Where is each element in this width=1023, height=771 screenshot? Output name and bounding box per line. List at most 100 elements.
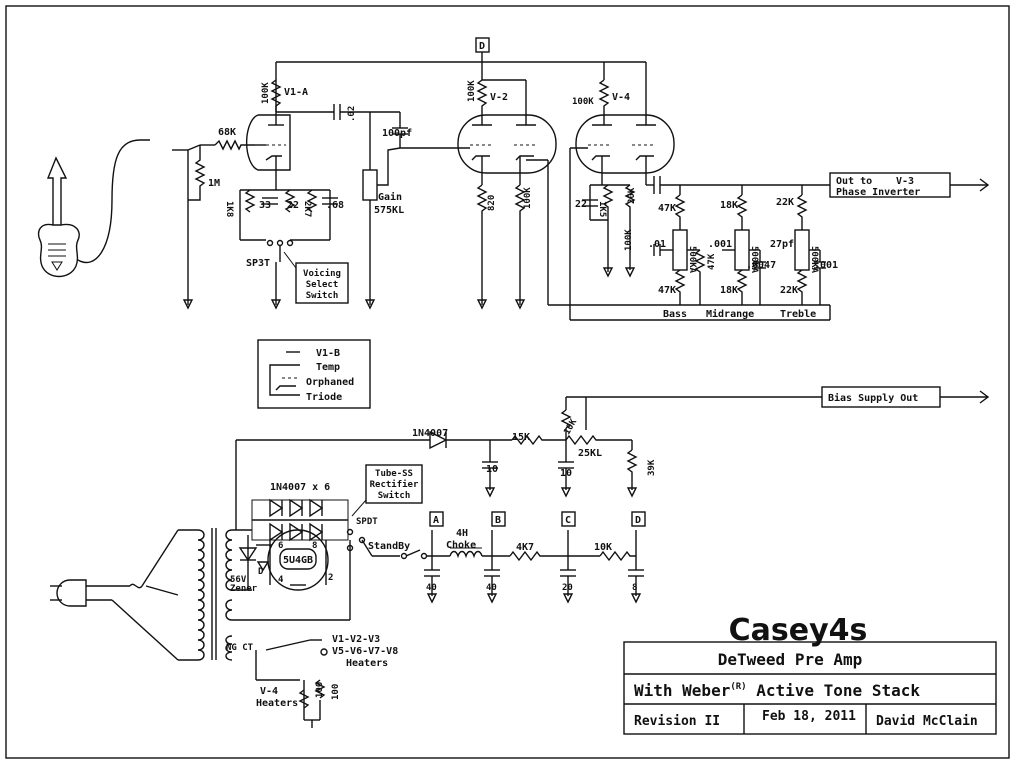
resistor-100k-v4b-label: 100K [624, 229, 634, 251]
resistor-100a-label: 100 [315, 682, 325, 698]
resistor-1k8-label: 1K8 [224, 201, 234, 217]
bass-label: Bass [663, 309, 687, 320]
v1b-line-1: V1-B [316, 348, 340, 359]
rectifier-tube [267, 529, 329, 591]
zener-56v-label: 56V [230, 575, 247, 585]
diode-1n4007-label: 1N4007 [412, 428, 448, 439]
pin-6-label: 6 [278, 541, 283, 551]
heaters-line-2: V5-V6-V7-V8 [332, 646, 398, 657]
input-jack [172, 139, 255, 310]
cap-27pf-label: 27pf [770, 239, 794, 250]
node-b-label: B [495, 515, 501, 526]
resistor-39k-label: 39K [647, 459, 657, 476]
date-label: Feb 18, 2011 [762, 709, 856, 724]
pin-4-label: 4 [278, 575, 284, 585]
zener-d-label: D [258, 567, 264, 577]
resistor-100k-v2-label: 100K [467, 80, 477, 102]
registered-mark: (R) [730, 682, 746, 692]
resistor-18k-bot-label: 18K [720, 285, 738, 296]
cap-0047-label: .0047 [746, 260, 776, 271]
tube-v2-label: V-2 [490, 92, 508, 103]
bias-supply [236, 386, 990, 498]
choke-label: Choke [446, 540, 476, 551]
cap-01-label: .01 [648, 239, 666, 250]
v1b-line-3: Orphaned [306, 377, 354, 388]
cap-001-mid-label: .001 [708, 239, 732, 250]
tube-v4-label: V-4 [612, 92, 630, 103]
rectifier-switch-callout: Tube-SS Rectifier Switch [351, 464, 423, 517]
spdt-label: SPDT [356, 517, 378, 527]
cap-33-label: 33 [259, 200, 271, 211]
supply-chain [372, 511, 646, 604]
voicing-switch-callout: Voicing Select Switch [283, 251, 349, 304]
node-a-label: A [433, 515, 439, 526]
resistor-2k7-label: 2K7 [302, 201, 312, 217]
zener-label: Zener [230, 584, 258, 594]
sheet-border [5, 5, 1010, 759]
treble-label: Treble [780, 309, 816, 320]
resistor-47k-top-label: 47K [658, 203, 676, 214]
phase-out-line-2: Phase Inverter [836, 187, 920, 198]
cap-8-label: 8 [632, 583, 637, 593]
resistor-1m-label: 1M [208, 178, 220, 189]
resistor-68k-label: 68K [218, 127, 236, 138]
cap-10b-label: 10 [560, 468, 572, 479]
tone-stack-b: Active Tone Stack [747, 681, 921, 700]
cap-22-v1-label: 22 [287, 200, 299, 211]
pin-2-label: 2 [328, 573, 333, 583]
pot-500ka-treble-label: 500KA [809, 246, 819, 274]
resistor-100k-v2b-label: 100K [523, 187, 533, 209]
cap-68-label: .68 [326, 200, 344, 211]
cap-22-v4-label: 22 [575, 199, 587, 210]
pot-500ka-bass-label: 500KA [687, 246, 697, 274]
v4-heaters-line-2: Heaters [256, 698, 298, 709]
voicing-line-1: Voicing [303, 268, 341, 279]
tube-v3-label: V-3 [896, 176, 914, 187]
node-d-top-label: D [479, 41, 485, 52]
resistor-100k-v4-label: 100K [572, 97, 594, 107]
resistor-1k5-label: 1K5 [597, 201, 607, 217]
cap-10a-label: 10 [486, 464, 498, 475]
resistor-47k-bot-label: 47K [658, 285, 676, 296]
resistor-4k7-label: 4K7 [516, 542, 534, 553]
author-label: David McClain [876, 714, 978, 729]
heaters-line-1: V1-V2-V3 [332, 634, 380, 645]
midrange-label: Midrange [706, 308, 754, 320]
resistor-18k-top-label: 18K [720, 200, 738, 211]
cap-40b-label: 40 [486, 583, 497, 593]
title-label: Casey4s [729, 613, 868, 648]
revision-label: Revision II [634, 714, 720, 729]
voicing-line-3: Switch [306, 290, 339, 301]
diodes-x6-label: 1N4007 x 6 [270, 482, 330, 493]
title-block [623, 641, 997, 735]
tone-stack-line: With Weber(R) Active Tone Stack [634, 681, 920, 700]
heater-wiring [255, 639, 328, 728]
resistor-10k-supply-label: 10K [594, 542, 612, 553]
gain-pot-label: 575KL [374, 205, 404, 216]
v1b-line-2: Temp [316, 362, 340, 373]
node-d-label: D [635, 515, 641, 526]
node-c-label: C [565, 515, 571, 526]
v4-heaters-line-1: V-4 [260, 686, 278, 697]
voicing-network [239, 189, 338, 310]
cap-02-label: .02 [347, 106, 357, 122]
heaters-line-3: Heaters [346, 658, 388, 669]
resistor-22k-top-label: 22K [776, 197, 794, 208]
tubess-line-1: Tube-SS [375, 469, 413, 479]
diode-bridge [251, 498, 349, 542]
tone-stack-a: With Weber [634, 681, 730, 700]
cap-001-treble-label: .001 [814, 260, 838, 271]
guitar-icon [37, 139, 150, 278]
power-plug-icon [50, 529, 179, 661]
v1b-line-4: Triode [306, 391, 342, 403]
ct-label: NG CT [226, 643, 254, 653]
pot-500ka-mid-label: 500KA [749, 246, 759, 274]
tube-v1a-label: V1-A [284, 87, 308, 98]
cap-100pf-label: 100pf [382, 128, 412, 139]
tubess-line-2: Rectifier [370, 479, 419, 490]
tubess-line-3: Switch [378, 490, 411, 501]
pin-8-label: 8 [312, 541, 317, 551]
resistor-47k-mid-label: 47K [707, 253, 717, 270]
